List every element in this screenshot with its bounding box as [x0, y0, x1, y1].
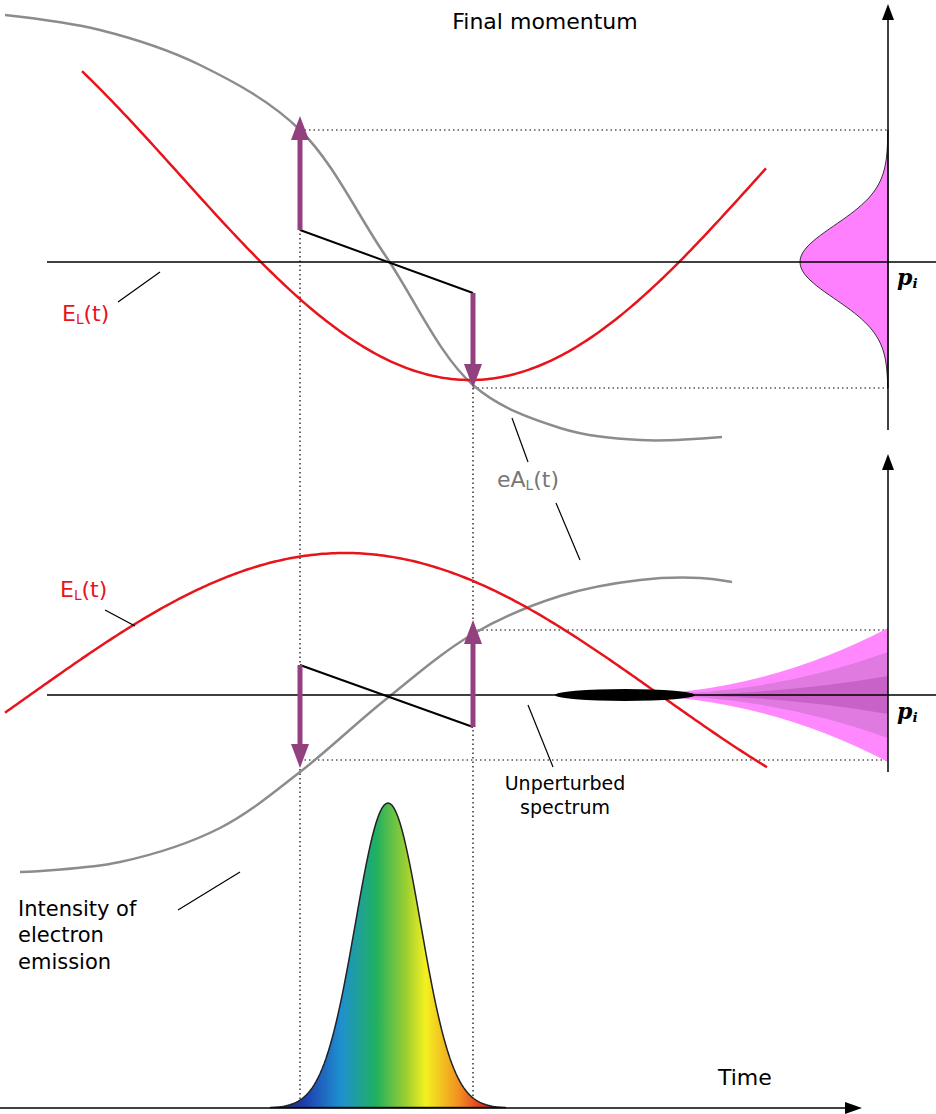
axis-line [47, 261, 936, 263]
axis-arrowhead [882, 454, 894, 470]
emission-profile [270, 803, 506, 1108]
arrow-head [291, 744, 309, 768]
field-label: EL(t) [60, 576, 107, 604]
leader-line [105, 610, 135, 626]
axis-line [887, 468, 889, 772]
dotted-guide [299, 130, 300, 1106]
leader-line [178, 872, 240, 910]
vector-potential-curve [5, 15, 722, 440]
momentum-symbol: pi [897, 698, 918, 726]
momentum-symbol: pi [897, 264, 918, 292]
arrow-shaft [471, 293, 476, 368]
axis-line [0, 1107, 846, 1109]
leader-line [512, 418, 528, 462]
momentum-shift-arrow [464, 620, 482, 727]
field-curve [82, 71, 766, 380]
momentum-distribution [800, 130, 888, 388]
field-label: EL(t) [62, 300, 109, 328]
leader-line [118, 272, 160, 302]
momentum-shift-arrow [291, 116, 309, 230]
field-curve [5, 553, 767, 767]
axis-arrowhead [845, 1102, 862, 1114]
axis-label: Final momentum [395, 8, 695, 36]
arrow-head [464, 620, 482, 644]
arrow-head [291, 116, 309, 140]
arrow-shaft [298, 665, 303, 748]
arrow-head [464, 364, 482, 388]
dotted-guide [473, 387, 888, 388]
axis-line [887, 18, 889, 430]
leader-line [556, 503, 580, 560]
vector-potential-label: eAL(t) [497, 466, 559, 494]
axis-arrowhead [882, 4, 894, 20]
emission-label: Intensity of electron emission [18, 896, 186, 975]
dotted-guide [473, 629, 888, 630]
dotted-guide [300, 759, 888, 760]
dotted-guide [472, 388, 473, 1106]
axis-line [47, 694, 936, 696]
axis-label: Time [718, 1064, 772, 1092]
momentum-shift-arrow [291, 665, 309, 768]
momentum-shift-arrow [464, 293, 482, 388]
arrow-shaft [471, 640, 476, 727]
streak-line [300, 665, 473, 727]
arrow-shaft [298, 136, 303, 230]
dotted-guide [300, 129, 888, 130]
spectrum-label: Unperturbed spectrum [490, 772, 640, 820]
leader-line [528, 705, 553, 767]
streak-line [300, 230, 473, 293]
